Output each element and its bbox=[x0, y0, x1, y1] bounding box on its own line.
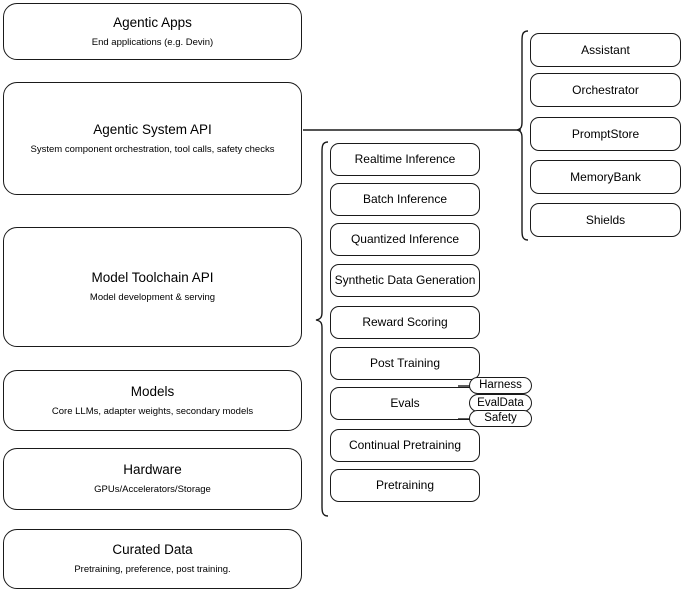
component-box-assistant[interactable]: Assistant bbox=[530, 33, 681, 67]
eval-pill-label: Safety bbox=[484, 412, 517, 425]
eval-pill-safety[interactable]: Safety bbox=[469, 410, 532, 427]
capability-label: Reward Scoring bbox=[362, 315, 448, 329]
capability-box-synthetic-data-generation[interactable]: Synthetic Data Generation bbox=[330, 264, 480, 297]
component-box-shields[interactable]: Shields bbox=[530, 203, 681, 237]
brace-system-components bbox=[516, 30, 529, 241]
capability-label: Pretraining bbox=[375, 478, 435, 492]
capability-box-pretraining[interactable]: Pretraining bbox=[330, 469, 480, 502]
component-box-orchestrator[interactable]: Orchestrator bbox=[530, 73, 681, 107]
layer-title: Agentic System API bbox=[93, 121, 212, 137]
eval-pill-harness[interactable]: Harness bbox=[469, 377, 532, 394]
component-label: PromptStore bbox=[571, 126, 640, 141]
layer-title: Curated Data bbox=[112, 542, 193, 558]
component-label: MemoryBank bbox=[570, 169, 641, 184]
layer-subtitle: End applications (e.g. Devin) bbox=[91, 36, 214, 48]
capability-label: Quantized Inference bbox=[350, 232, 460, 246]
capability-label: Continual Pretraining bbox=[348, 438, 462, 452]
capability-box-quantized-inference[interactable]: Quantized Inference bbox=[330, 223, 480, 256]
brace-toolchain-capabilities bbox=[315, 141, 329, 517]
component-label: Assistant bbox=[581, 42, 630, 57]
layer-subtitle: Model development & serving bbox=[89, 292, 216, 303]
capability-box-evals[interactable]: Evals bbox=[330, 387, 480, 420]
layer-subtitle: GPUs/Accelerators/Storage bbox=[94, 484, 211, 495]
capability-label: Realtime Inference bbox=[354, 152, 456, 166]
layer-box-models[interactable]: Models Core LLMs, adapter weights, secon… bbox=[3, 370, 302, 431]
layer-title: Model Toolchain API bbox=[91, 270, 214, 286]
capability-label: Batch Inference bbox=[362, 192, 448, 206]
layer-box-model-toolchain-api[interactable]: Model Toolchain API Model development & … bbox=[3, 227, 302, 347]
eval-pill-label: Harness bbox=[479, 379, 522, 392]
capability-label: Evals bbox=[390, 396, 420, 410]
capability-box-reward-scoring[interactable]: Reward Scoring bbox=[330, 306, 480, 339]
layer-title: Hardware bbox=[123, 462, 182, 478]
capability-label: Synthetic Data Generation bbox=[334, 273, 476, 287]
component-box-memorybank[interactable]: MemoryBank bbox=[530, 160, 681, 194]
capability-box-batch-inference[interactable]: Batch Inference bbox=[330, 183, 480, 216]
layer-box-agentic-apps[interactable]: Agentic Apps End applications (e.g. Devi… bbox=[3, 3, 302, 60]
capability-box-continual-pretraining[interactable]: Continual Pretraining bbox=[330, 429, 480, 462]
component-box-promptstore[interactable]: PromptStore bbox=[530, 117, 681, 151]
layer-box-hardware[interactable]: Hardware GPUs/Accelerators/Storage bbox=[3, 448, 302, 510]
layer-box-agentic-system-api[interactable]: Agentic System API System component orch… bbox=[3, 82, 302, 195]
layer-subtitle: System component orchestration, tool cal… bbox=[30, 143, 275, 155]
capability-box-realtime-inference[interactable]: Realtime Inference bbox=[330, 143, 480, 176]
eval-pill-label: EvalData bbox=[477, 396, 524, 409]
capability-box-post-training[interactable]: Post Training bbox=[330, 347, 480, 380]
layer-subtitle: Pretraining, preference, post training. bbox=[74, 564, 231, 575]
layer-title: Models bbox=[130, 383, 175, 399]
capability-label: Post Training bbox=[369, 356, 441, 370]
layer-box-curated-data[interactable]: Curated Data Pretraining, preference, po… bbox=[3, 529, 302, 589]
layer-title: Agentic Apps bbox=[113, 14, 192, 30]
layer-subtitle: Core LLMs, adapter weights, secondary mo… bbox=[51, 405, 254, 417]
component-label: Shields bbox=[585, 212, 626, 227]
component-label: Orchestrator bbox=[572, 82, 639, 97]
